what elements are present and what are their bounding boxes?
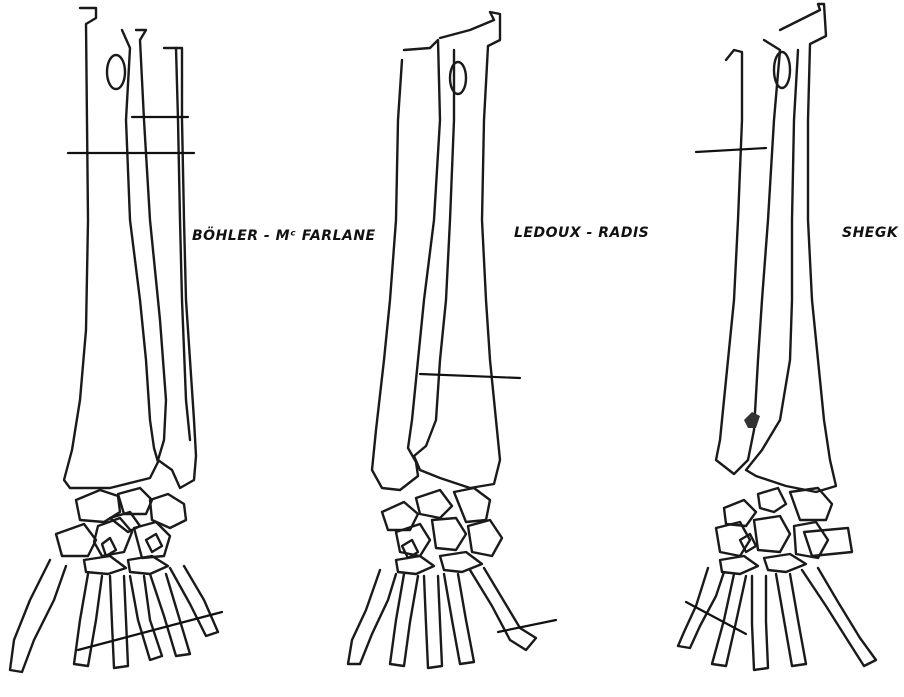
elbow-notch-middle: [450, 62, 466, 94]
metacarpals-left: [10, 560, 218, 672]
carpals-left: [56, 488, 186, 574]
carpals-right: [716, 488, 852, 574]
forearm-left: [10, 8, 222, 672]
radius-middle: [372, 40, 440, 490]
radius-left: [64, 8, 158, 488]
marker-right: [744, 412, 760, 428]
osteotomy-line-right: [696, 148, 766, 152]
elbow-notch-left: [107, 55, 125, 89]
ulna-middle: [414, 12, 500, 488]
metacarpals-middle: [348, 568, 536, 668]
metacarpals-right: [678, 568, 876, 670]
radius-right: [716, 40, 780, 474]
ulna-right: [746, 4, 836, 492]
osteotomy-line-middle-hand: [498, 620, 556, 632]
osteotomy-line-middle: [420, 374, 520, 378]
label-bohler-mcfarlane: BÖHLER - Mᶜ FARLANE: [192, 228, 376, 244]
forearm-right: [678, 4, 876, 670]
carpals-middle: [382, 488, 502, 574]
elbow-notch-right: [774, 52, 790, 88]
forearm-middle: [348, 12, 556, 668]
label-shegk: SHEGK: [842, 225, 898, 241]
label-ledoux-radis: LEDOUX - RADIS: [514, 225, 649, 241]
